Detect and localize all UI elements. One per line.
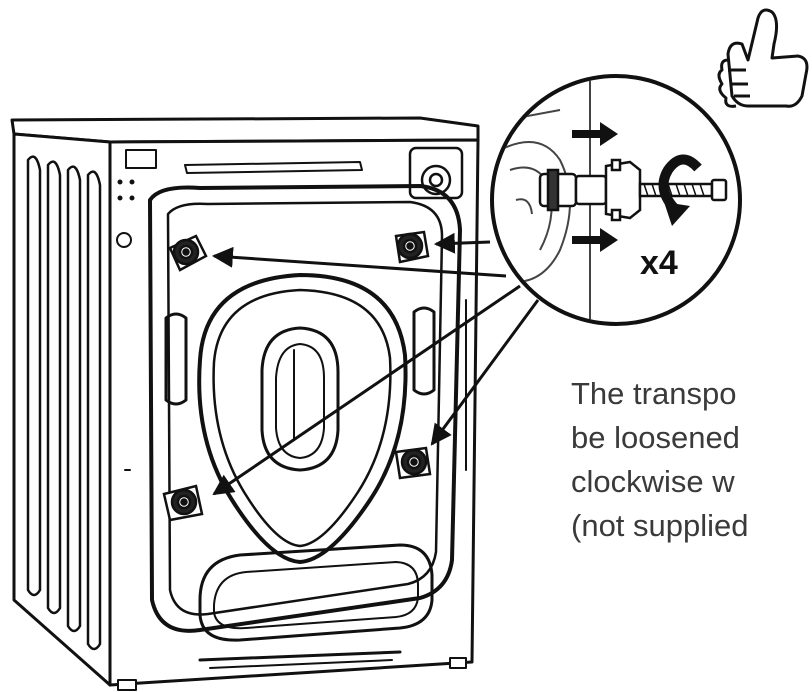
bolt-assembly xyxy=(538,158,728,222)
arrow-to-top-right-bolt xyxy=(433,232,491,254)
lower-recess xyxy=(198,543,434,642)
counterclockwise-arrow-icon xyxy=(658,154,702,226)
transport-bolt-bottom-right xyxy=(394,446,432,480)
foot-left xyxy=(117,679,137,691)
thumbs-up-icon xyxy=(717,8,809,108)
transport-bolt-bottom-left xyxy=(162,484,204,522)
instruction-line-2: be loosened xyxy=(571,420,740,455)
transport-bolt-top-right xyxy=(394,230,430,264)
transport-bolt-top-left xyxy=(168,234,208,272)
washing-machine xyxy=(10,116,480,691)
drum-cover-oval xyxy=(260,326,340,472)
pull-arrow-top xyxy=(572,122,618,146)
rear-frame-outer xyxy=(148,184,462,633)
drum-cover-inner xyxy=(212,288,392,548)
arrow-to-top-left-bolt xyxy=(211,246,507,278)
rear-frame-inner xyxy=(166,200,444,616)
arrow-to-bottom-left-bolt xyxy=(212,284,521,496)
foot-right xyxy=(449,657,467,669)
water-inlet xyxy=(408,146,464,200)
top-slot xyxy=(184,161,363,174)
detail-callout xyxy=(490,74,742,326)
instruction-line-4: (not supplied xyxy=(571,508,749,543)
slot-left xyxy=(164,312,188,406)
instruction-caption: The transpo be loosened clockwise w (not… xyxy=(571,372,812,548)
arrow-to-bottom-right-bolt xyxy=(430,299,540,446)
instruction-line-3: clockwise w xyxy=(571,464,735,499)
drum-cover-outer xyxy=(197,273,408,564)
side-ribs xyxy=(26,155,102,651)
pointer-arrows xyxy=(211,232,540,496)
quantity-label: x4 xyxy=(640,244,678,282)
pull-arrow-bottom xyxy=(572,228,618,252)
instruction-line-1: The transpo xyxy=(571,376,737,411)
slot-right xyxy=(412,306,436,396)
